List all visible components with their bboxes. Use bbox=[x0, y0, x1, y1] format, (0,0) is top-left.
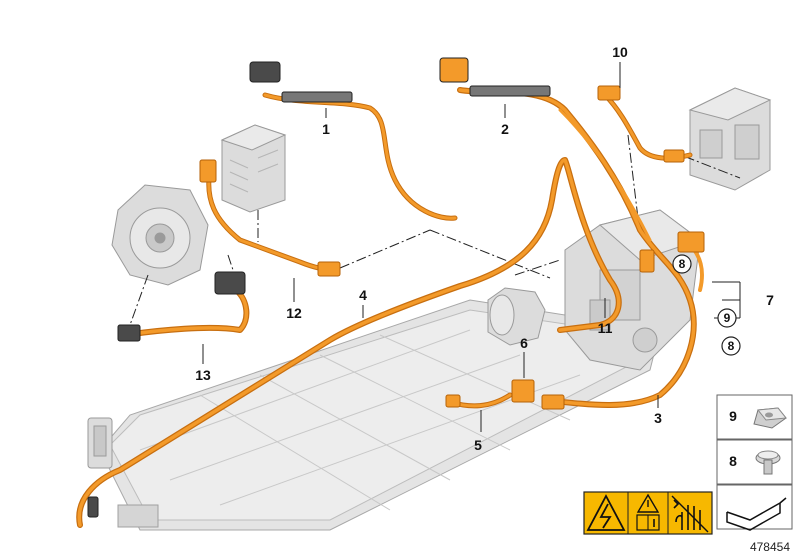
callout-8-bottom: 8 bbox=[728, 339, 735, 353]
circled-callout-8-top: 8 bbox=[672, 254, 692, 274]
callout-12: 12 bbox=[286, 305, 302, 321]
warning-label bbox=[583, 491, 713, 535]
charging-socket bbox=[87, 417, 113, 469]
callout-2: 2 bbox=[501, 121, 509, 137]
screw-icon bbox=[755, 450, 781, 475]
ac-compressor bbox=[487, 287, 546, 346]
callout-3: 3 bbox=[654, 410, 662, 426]
nut-icon bbox=[753, 407, 787, 429]
callout-11: 11 bbox=[598, 320, 613, 336]
legend-nut-label: 9 bbox=[729, 408, 737, 424]
circled-callout-8-bottom: 8 bbox=[721, 336, 741, 356]
caution-info-icon bbox=[636, 493, 660, 531]
legend-nut: 9 bbox=[716, 394, 793, 440]
legend-sketch bbox=[716, 484, 793, 531]
callout-5: 5 bbox=[474, 437, 482, 453]
callout-8-top: 8 bbox=[679, 257, 686, 271]
dark-connectors bbox=[87, 57, 551, 518]
arrow-sketch-icon bbox=[726, 497, 787, 531]
callout-1: 1 bbox=[322, 121, 330, 137]
no-touch-hand-icon bbox=[671, 495, 709, 533]
legend-screw-label: 8 bbox=[729, 453, 737, 469]
legend-screw: 8 bbox=[716, 439, 793, 485]
power-electronics-right bbox=[688, 87, 772, 191]
callout-6: 6 bbox=[520, 335, 528, 351]
callout-9: 9 bbox=[724, 311, 731, 325]
high-voltage-warning-icon bbox=[586, 494, 626, 531]
callout-4: 4 bbox=[359, 287, 367, 303]
connectors bbox=[199, 85, 705, 410]
catalog-number: 478454 bbox=[749, 540, 790, 554]
electric-motor-left bbox=[111, 184, 209, 286]
callout-13: 13 bbox=[195, 367, 211, 383]
battery-pack bbox=[99, 299, 661, 531]
range-extender-engine bbox=[564, 209, 702, 371]
power-electronics-left bbox=[220, 124, 287, 213]
callout-7: 7 bbox=[766, 292, 774, 308]
circled-callout-9: 9 bbox=[717, 308, 737, 328]
callout-10: 10 bbox=[612, 44, 628, 60]
